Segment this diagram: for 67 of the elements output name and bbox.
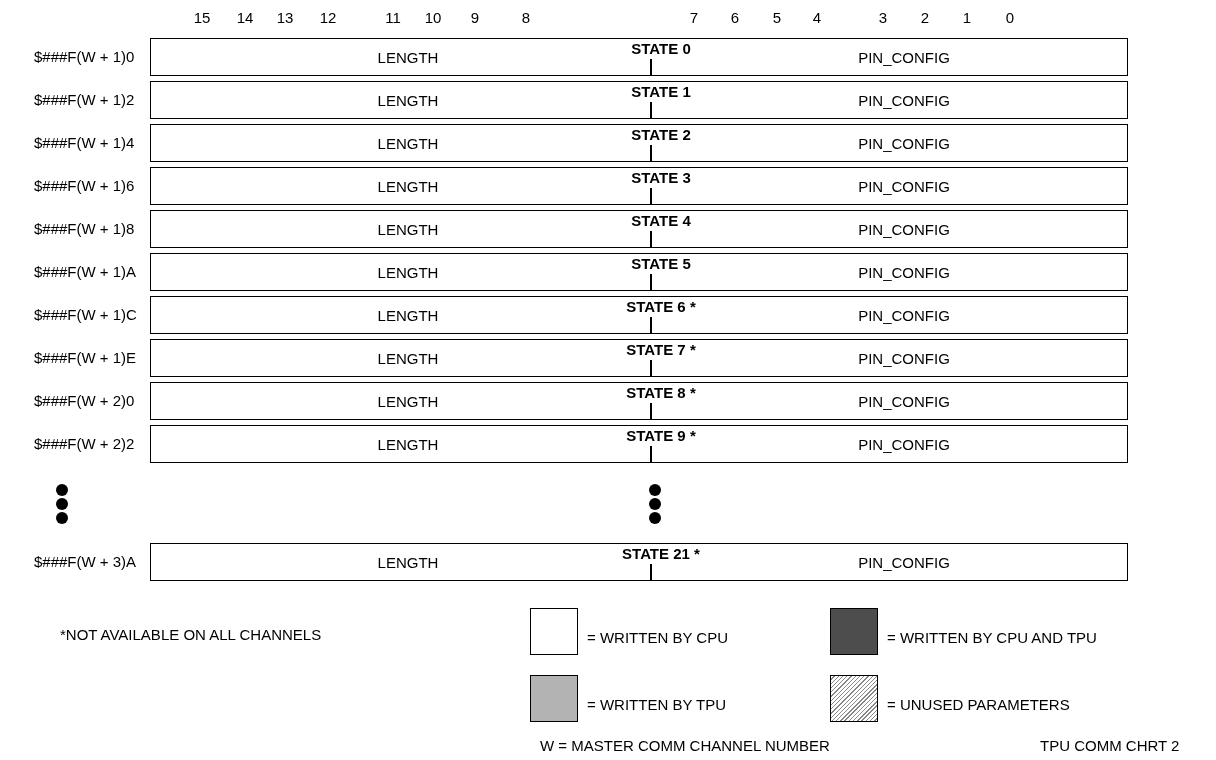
field-name: STATE 5 (631, 255, 691, 273)
field-name: PIN_CONFIG (858, 178, 950, 196)
field-name: LENGTH (377, 49, 439, 67)
field-name: STATE 21 * (622, 545, 700, 563)
footnote: *NOT AVAILABLE ON ALL CHANNELS (60, 626, 322, 644)
bit-number: 12 (319, 9, 337, 27)
field-name: PIN_CONFIG (858, 307, 950, 325)
legend-label: = WRITTEN BY CPU AND TPU (887, 629, 1097, 647)
field-name: LENGTH (377, 554, 439, 572)
bit-number: 15 (193, 9, 211, 27)
register-address: $###F(W + 1)2 (34, 91, 135, 109)
register-address: $###F(W + 1)6 (34, 177, 135, 195)
field-name: STATE 7 * (626, 341, 696, 359)
register-address: $###F(W + 1)0 (34, 48, 135, 66)
field-name: LENGTH (377, 135, 439, 153)
note: W = MASTER COMM CHANNEL NUMBER (540, 737, 830, 755)
field-name: LENGTH (377, 92, 439, 110)
bit-number: 7 (689, 9, 699, 27)
field-name: STATE 1 (631, 83, 691, 101)
field-name: LENGTH (377, 393, 439, 411)
register-address: $###F(W + 1)A (34, 263, 137, 281)
register-address: $###F(W + 1)C (34, 306, 137, 324)
bit-number: 1 (962, 9, 972, 27)
bit-number: 0 (1005, 9, 1015, 27)
bit-number: 6 (730, 9, 740, 27)
field-name: LENGTH (377, 436, 439, 454)
field-name: STATE 9 * (626, 427, 696, 445)
field-name: PIN_CONFIG (858, 350, 950, 368)
register-address: $###F(W + 3)A (34, 553, 137, 571)
register-address: $###F(W + 2)0 (34, 392, 135, 410)
bit-number: 11 (385, 9, 401, 27)
field-name: PIN_CONFIG (858, 135, 950, 153)
bit-number: 8 (521, 9, 531, 27)
bit-number: 5 (772, 9, 782, 27)
legend-label: = UNUSED PARAMETERS (887, 696, 1070, 714)
field-name: STATE 6 * (626, 298, 696, 316)
field-name: PIN_CONFIG (858, 436, 950, 454)
field-name: STATE 0 (631, 40, 691, 58)
bit-number: 2 (920, 9, 930, 27)
bit-number: 13 (276, 9, 294, 27)
field-name: LENGTH (377, 307, 439, 325)
bit-number: 9 (470, 9, 480, 27)
legend-label: = WRITTEN BY CPU (587, 629, 728, 647)
field-name: STATE 3 (631, 169, 691, 187)
register-address: $###F(W + 1)4 (34, 134, 135, 152)
legend-label: = WRITTEN BY TPU (587, 696, 727, 714)
field-name: LENGTH (377, 350, 439, 368)
field-name: PIN_CONFIG (858, 554, 950, 572)
field-name: PIN_CONFIG (858, 49, 950, 67)
register-address: $###F(W + 1)8 (34, 220, 135, 238)
bit-number: 3 (878, 9, 888, 27)
register-address: $###F(W + 2)2 (34, 435, 135, 453)
field-name: LENGTH (377, 221, 439, 239)
field-name: PIN_CONFIG (858, 221, 950, 239)
figure-id: TPU COMM CHRT 2 (1040, 737, 1180, 755)
register-address: $###F(W + 1)E (34, 349, 137, 367)
field-name: STATE 8 * (626, 384, 696, 402)
field-name: PIN_CONFIG (858, 92, 950, 110)
bit-number: 14 (236, 9, 254, 27)
field-name: PIN_CONFIG (858, 264, 950, 282)
field-name: PIN_CONFIG (858, 393, 950, 411)
field-name: LENGTH (377, 264, 439, 282)
field-name: LENGTH (377, 178, 439, 196)
field-name: STATE 2 (631, 126, 691, 144)
bit-number: 10 (424, 9, 442, 27)
bit-number: 4 (812, 9, 822, 27)
field-name: STATE 4 (631, 212, 691, 230)
